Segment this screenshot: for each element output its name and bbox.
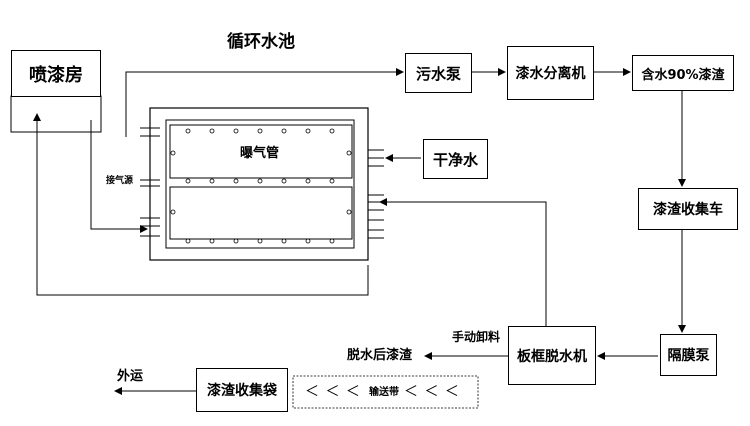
sludge-90-label: 含水90%漆渣 bbox=[641, 67, 725, 83]
spray-booth-base bbox=[10, 95, 102, 133]
sewage-pump-box: 污水泵 bbox=[405, 53, 472, 93]
ship-out-label: 外运 bbox=[117, 369, 144, 384]
separator-box: 漆水分离机 bbox=[507, 46, 594, 100]
pool-outer bbox=[149, 107, 369, 261]
aeration-pipe-label: 曝气管 bbox=[240, 146, 280, 161]
sludge-cart-box: 漆渣收集车 bbox=[638, 188, 738, 230]
sludge-90-box: 含水90%漆渣 bbox=[632, 55, 734, 91]
line-booth-to-pool bbox=[90, 120, 148, 233]
clean-water-box: 干净水 bbox=[423, 139, 488, 179]
air-source-label: 接气源 bbox=[106, 176, 134, 186]
circulating-pool-label: 循环水池 bbox=[227, 32, 295, 52]
separator-label: 漆水分离机 bbox=[515, 66, 586, 82]
spray-booth-box: 喷漆房 bbox=[11, 50, 101, 97]
plate-frame-box: 板框脱水机 bbox=[508, 326, 596, 385]
plate-frame-label: 板框脱水机 bbox=[517, 348, 587, 365]
dehydrated-sludge-label: 脱水后漆渣 bbox=[347, 348, 413, 363]
diaphragm-pump-label: 隔膜泵 bbox=[667, 348, 710, 364]
sewage-pump-label: 污水泵 bbox=[415, 64, 461, 83]
aeration-chamber-bottom bbox=[169, 186, 353, 240]
spray-booth-label: 喷漆房 bbox=[29, 64, 83, 86]
diaphragm-pump-box: 隔膜泵 bbox=[660, 334, 717, 376]
pool-inner bbox=[165, 119, 355, 249]
line-pool-to-sewage-pump bbox=[125, 68, 404, 137]
sludge-bag-label: 漆渣收集袋 bbox=[207, 383, 277, 399]
sludge-bag-box: 漆渣收集袋 bbox=[196, 368, 288, 412]
conveyor-label: 输送带 bbox=[369, 387, 399, 398]
conveyor-arrows-left: ＜ ＜ ＜ bbox=[305, 384, 361, 400]
clean-water-label: 干净水 bbox=[432, 150, 478, 169]
sludge-cart-label: 漆渣收集车 bbox=[653, 202, 723, 218]
conveyor-belt bbox=[292, 375, 479, 409]
pool-right-stubs bbox=[368, 149, 384, 239]
aeration-chamber-top bbox=[169, 124, 353, 179]
manual-unload-label: 手动卸料 bbox=[452, 330, 501, 344]
line-plateframe-to-pool bbox=[379, 198, 547, 330]
line-pool-to-booth bbox=[33, 113, 369, 296]
aeration-holes bbox=[170, 128, 352, 244]
conveyor-arrows-right: ＜ ＜ ＜ bbox=[404, 384, 460, 400]
